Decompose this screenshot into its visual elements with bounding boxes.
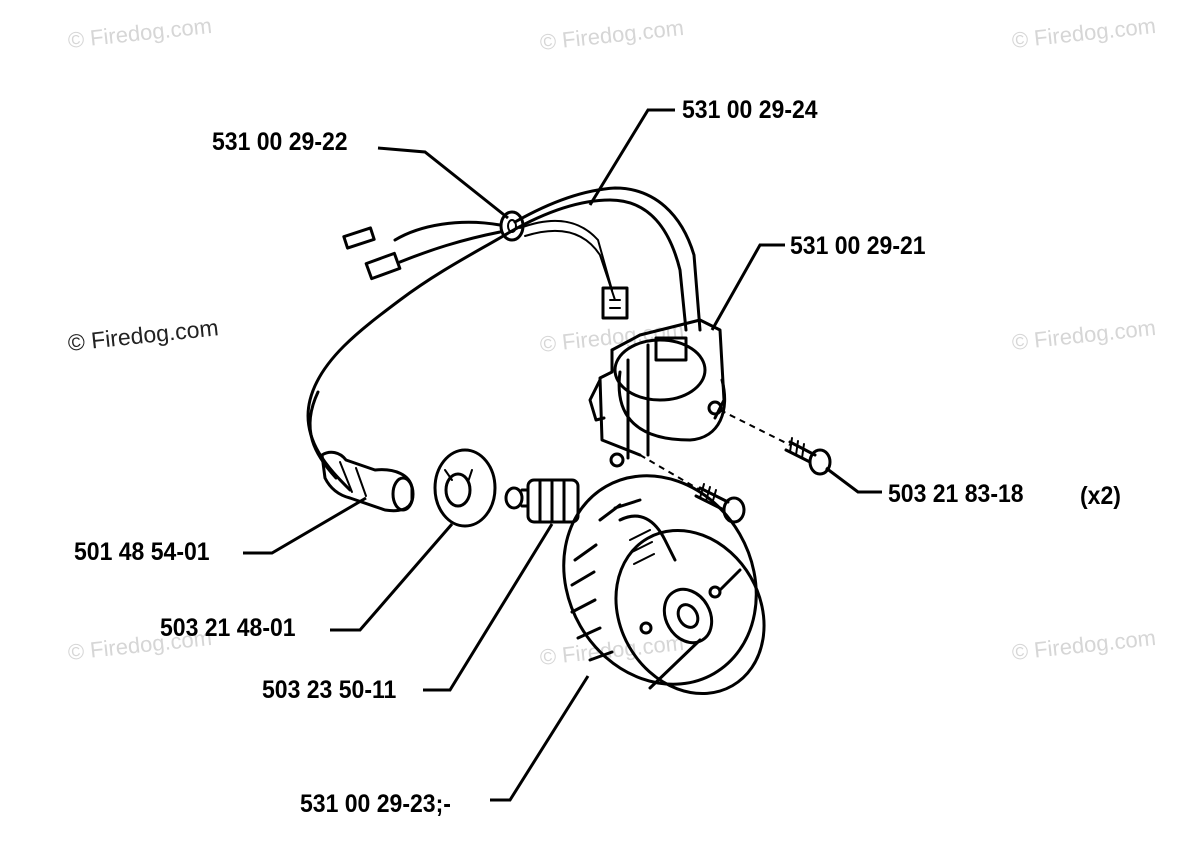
part-label-spark-plug-cap: 501 48 54-01 [74,538,210,566]
flywheel-drawing [562,474,766,696]
part-label-flywheel: 531 00 29-23;- [300,790,451,818]
leader-lines [243,108,882,802]
part-label-wire-clip: 531 00 29-22 [212,128,348,156]
screw-drawing [639,409,832,524]
ignition-module-drawing [588,318,727,468]
nut-drawing [504,478,580,524]
cable-harness-drawing [306,186,702,513]
washer-drawing [433,448,497,528]
part-label-nut: 503 23 50-11 [262,676,397,704]
part-label-screw-quantity: (x2) [1080,482,1121,510]
part-label-screw: 503 21 83-18 [888,480,1024,508]
part-label-ignition-module: 531 00 29-21 [790,232,926,260]
part-label-cable-harness: 531 00 29-24 [682,96,818,124]
part-label-washer: 503 21 48-01 [160,614,296,642]
